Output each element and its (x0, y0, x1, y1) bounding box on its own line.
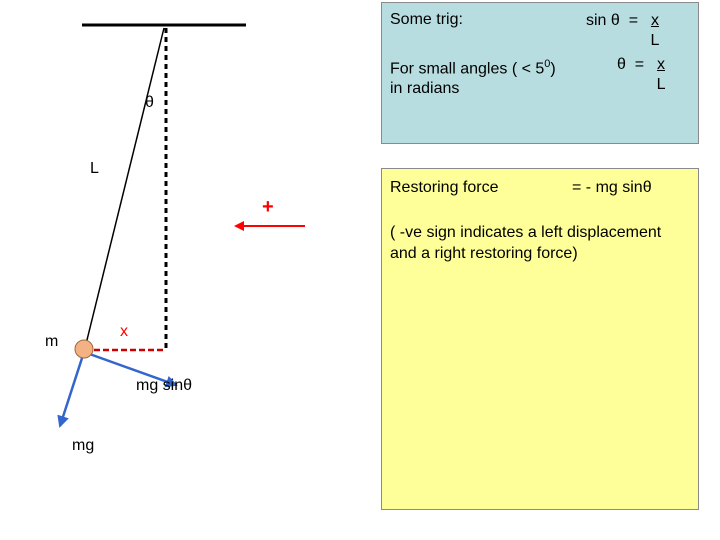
sin-numerator: x (650, 12, 659, 29)
trig-panel (381, 2, 699, 144)
theta-numerator: x (657, 56, 666, 73)
sign-note-line1: ( -ve sign indicates a left displacement (390, 224, 662, 241)
weight-label: mg (72, 437, 95, 454)
pendulum-bob (74, 339, 94, 359)
mass-label: m (45, 333, 59, 350)
theta-equation: θ = x L (617, 55, 666, 95)
restoring-force-panel (381, 168, 699, 510)
small-angle-close: ) (550, 60, 556, 78)
plus-sign: + (262, 196, 274, 218)
small-angle-line2: in radians (390, 80, 460, 98)
small-angle-text: For small angles ( < 50) in radians (390, 54, 556, 99)
weight-arrow (57, 351, 86, 428)
theta-fraction: x L (657, 55, 666, 95)
pendulum-string (85, 27, 165, 345)
theta-lhs: θ = (617, 56, 645, 73)
mg-sin-theta-arrow (83, 350, 178, 388)
mg-sin-theta-label: mg sinθ (136, 377, 193, 394)
sign-note: ( -ve sign indicates a left displacement… (390, 222, 661, 264)
displacement-label: x (120, 323, 128, 340)
restoring-force-equation: = - mg sinθ (572, 179, 652, 196)
sin-denominator: L (650, 32, 660, 49)
sin-fraction: x L (650, 11, 659, 51)
small-angle-line1: For small angles ( < 5 (390, 60, 545, 78)
restoring-force-heading: Restoring force (390, 179, 499, 196)
theta-label: θ (145, 94, 154, 111)
sign-note-line2: and a right restoring force) (390, 245, 578, 262)
trig-heading: Some trig: (390, 11, 463, 28)
theta-denominator: L (656, 76, 666, 93)
small-angle-sup: 0 (544, 58, 551, 70)
sin-equation: sin θ = x L (586, 11, 659, 51)
length-label: L (90, 160, 99, 177)
sin-lhs: sin θ = (586, 12, 639, 29)
